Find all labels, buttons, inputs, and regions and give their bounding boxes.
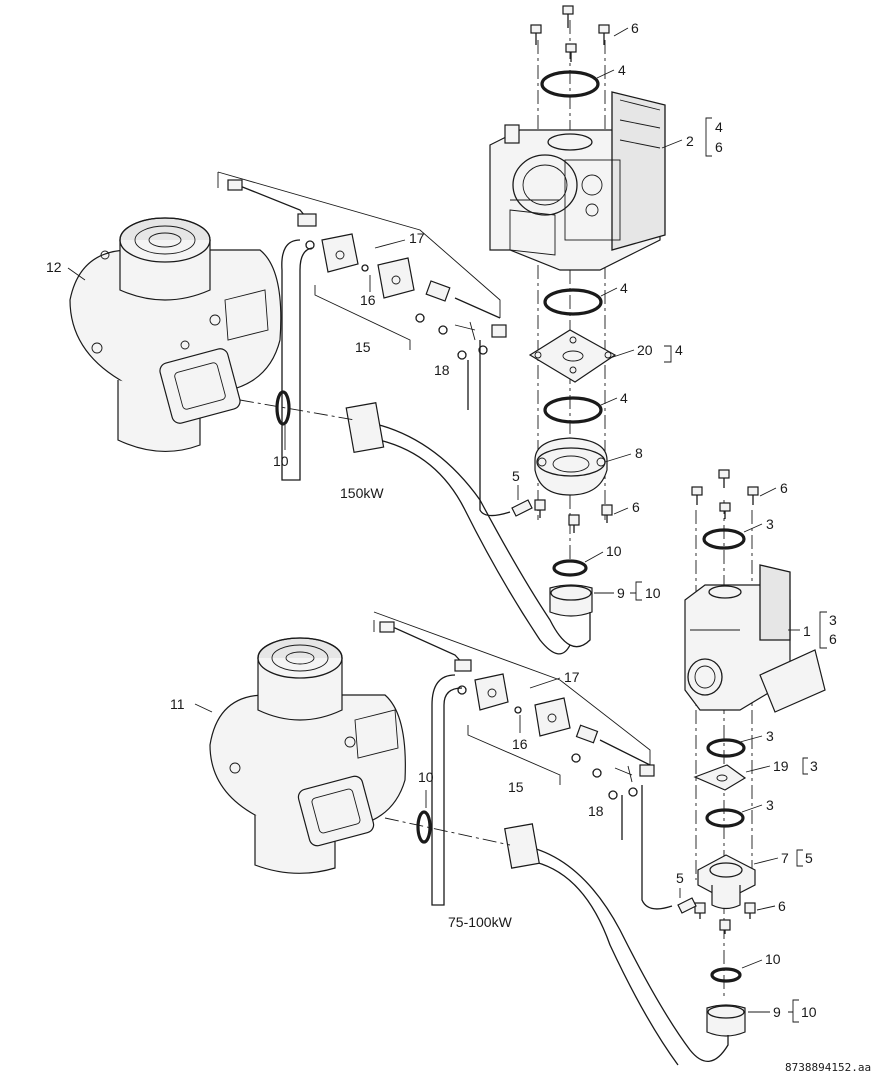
seal-ring-upper xyxy=(552,559,588,577)
callout-15-lower: 15 xyxy=(508,779,524,795)
callout-15: 15 xyxy=(355,339,371,355)
callout-9-upper-sub-10: 10 xyxy=(645,585,661,601)
callout-5-lower: 5 xyxy=(676,870,684,886)
union-nut-lower xyxy=(706,1004,746,1037)
callout-6-lower-low: 6 xyxy=(778,898,786,914)
pressure-switch-lower-a xyxy=(474,673,509,711)
callout-20-sub-4: 4 xyxy=(675,342,683,358)
callout-3-low: 3 xyxy=(766,797,774,813)
callout-11: 11 xyxy=(170,696,185,712)
nipple-5-lower xyxy=(677,897,697,914)
hose-clip-group-upper xyxy=(305,240,488,360)
gas-pipe-lower xyxy=(519,844,729,1062)
o-ring-lower-low xyxy=(705,808,745,828)
flange-7 xyxy=(697,854,756,910)
callout-17: 17 xyxy=(409,230,425,246)
gas-pipe-upper xyxy=(354,419,591,648)
callout-10-lower: 10 xyxy=(765,951,781,967)
callout-4: 4 xyxy=(618,62,626,78)
caption-75-100kw: 75-100kW xyxy=(448,914,513,930)
o-ring-upper-mid xyxy=(543,288,603,316)
hose-clip-group-lower xyxy=(457,685,638,800)
seal-ring-fan-lower xyxy=(416,810,432,844)
callout-3-mid: 3 xyxy=(766,728,774,744)
callout-4-mid: 4 xyxy=(620,280,628,296)
gas-valve-150kw xyxy=(489,91,666,271)
callout-10-upper-fan: 10 xyxy=(273,453,289,469)
fan-11 xyxy=(209,637,406,874)
caption-150kw: 150kW xyxy=(340,485,384,501)
gasket-plate-19 xyxy=(693,764,747,791)
callout-10-lower-fan: 10 xyxy=(418,769,434,785)
callout-19: 19 xyxy=(773,758,789,774)
callout-labels: 6 4 2 4 6 17 12 16 15 18 4 20 4 4 8 10 5… xyxy=(46,20,837,1020)
callout-12: 12 xyxy=(46,259,62,275)
cable-17-lower xyxy=(385,627,466,667)
pressure-switch-lower-b xyxy=(534,697,571,737)
union-nut-upper xyxy=(549,584,593,617)
o-ring-upper-low xyxy=(543,396,603,424)
callout-9-lower-sub-10: 10 xyxy=(801,1004,817,1020)
callout-1-sub-6: 6 xyxy=(829,631,837,647)
callout-7-sub-5: 5 xyxy=(805,850,813,866)
seal-ring-lower xyxy=(710,967,742,983)
callout-6-lower-top: 6 xyxy=(780,480,788,496)
callout-leaders xyxy=(67,27,827,1023)
o-ring-upper-top xyxy=(540,70,600,98)
nipple-5-upper xyxy=(511,499,533,517)
o-ring-lower-top xyxy=(702,528,746,550)
seal-ring-fan-upper xyxy=(275,390,291,426)
callout-2-sub-4: 4 xyxy=(715,119,723,135)
callout-7: 7 xyxy=(781,850,789,866)
gas-valve-75-100kw xyxy=(684,564,826,713)
callout-2: 2 xyxy=(686,133,694,149)
fan-12 xyxy=(69,217,282,452)
callout-4-low: 4 xyxy=(620,390,628,406)
callout-19-sub-3: 3 xyxy=(810,758,818,774)
callout-18-lower: 18 xyxy=(588,803,604,819)
flange-8 xyxy=(534,437,608,496)
callout-10-upper: 10 xyxy=(606,543,622,559)
upper-assembly: 150kW xyxy=(69,5,666,655)
callout-6: 6 xyxy=(631,20,639,36)
document-reference: 8738894152.aa xyxy=(785,1061,871,1074)
callout-1: 1 xyxy=(803,623,811,639)
pressure-switch-upper-b xyxy=(377,257,415,299)
callout-16: 16 xyxy=(360,292,376,308)
callout-9-upper: 9 xyxy=(617,585,625,601)
callout-17-lower: 17 xyxy=(564,669,580,685)
gasket-plate-20 xyxy=(528,329,617,383)
pressure-switch-upper-a xyxy=(321,233,359,273)
callout-5-upper: 5 xyxy=(512,468,520,484)
callout-6-upper-low: 6 xyxy=(632,499,640,515)
callout-8: 8 xyxy=(635,445,643,461)
callout-3-top: 3 xyxy=(766,516,774,532)
lower-assembly: 75-100kW xyxy=(209,469,826,1066)
callout-16-lower: 16 xyxy=(512,736,528,752)
callout-18: 18 xyxy=(434,362,450,378)
callout-9-lower: 9 xyxy=(773,1004,781,1020)
screw-top-group xyxy=(530,5,610,62)
callout-20: 20 xyxy=(637,342,653,358)
callout-1-sub-3: 3 xyxy=(829,612,837,628)
o-ring-lower-mid xyxy=(706,738,746,758)
callout-2-sub-6: 6 xyxy=(715,139,723,155)
